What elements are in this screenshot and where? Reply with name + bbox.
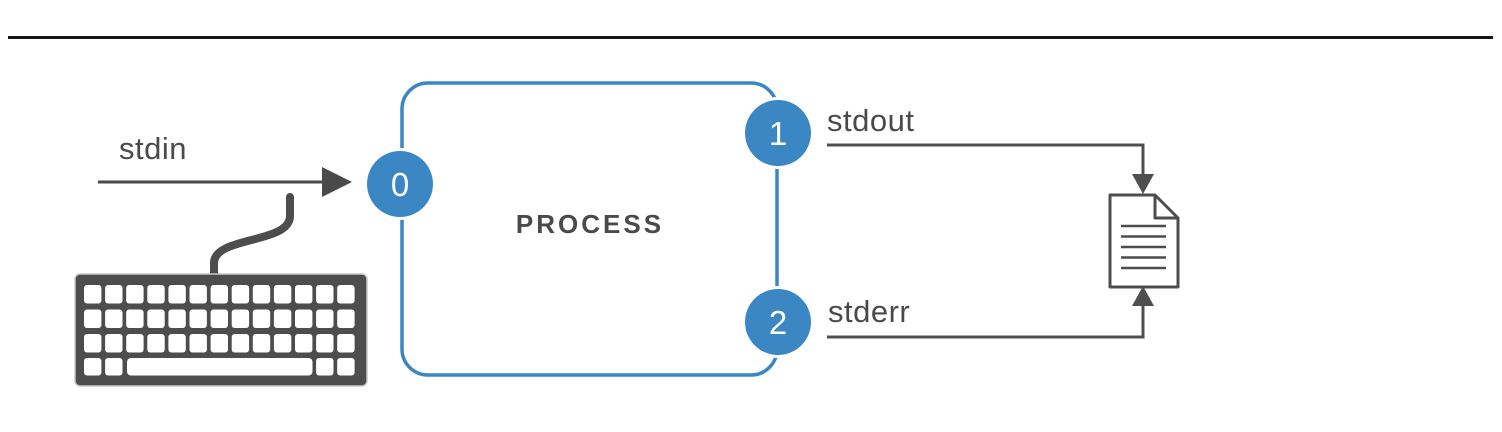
fd1-badge: 1: [745, 100, 811, 166]
stderr-connector: [827, 286, 1154, 339]
process-label: PROCESS: [515, 209, 665, 239]
stdout-label: stdout: [827, 103, 915, 138]
stderr-label: stderr: [828, 294, 911, 329]
keyboard-icon: [74, 273, 368, 387]
keyboard-cable: [210, 193, 294, 281]
top-rule-divider: [8, 36, 1493, 39]
fd2-badge: 2: [745, 289, 811, 355]
process-box: [400, 81, 779, 377]
stdin-label: stdin: [119, 131, 187, 166]
stdin-arrow: [98, 167, 352, 197]
fd0-badge: 0: [367, 151, 433, 217]
stdout-connector: [827, 143, 1154, 194]
document-icon: [1108, 193, 1180, 289]
